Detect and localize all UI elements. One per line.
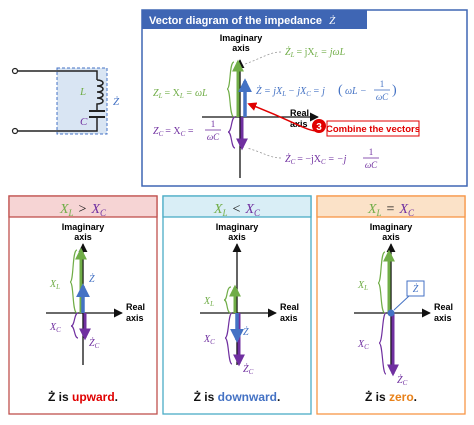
main-vector-panel: Vector diagram of the impedance Ż Imagin… xyxy=(141,9,468,187)
main-zl-magnitude: ZL= XL= ωL xyxy=(153,88,208,100)
panel-2-zc-label: ŻC xyxy=(243,363,254,376)
panel-2-imag-label-1: Imaginary xyxy=(216,222,259,232)
capacitor-label: C xyxy=(80,116,88,128)
callout-label: Combine the vectors xyxy=(326,124,420,135)
panel-2-header xyxy=(162,195,312,218)
panel-1-xc-brace xyxy=(70,312,79,339)
main-zl-leader xyxy=(244,51,282,65)
main-zc-frac-num: 1 xyxy=(211,119,216,129)
main-zc-equation: ŻC= −jXC= −j xyxy=(285,153,347,166)
main-imag-axis-label-2: axis xyxy=(232,43,250,53)
main-zc-bot-frac-den: ωC xyxy=(365,160,378,170)
panel-xl-greater: XL>XC Imaginary axis Real axis XL XC Ż Ż… xyxy=(8,195,158,415)
main-z-equation: Ż = jXL− jXC= j xyxy=(256,85,325,98)
panel-1-caption: Ż is upward. xyxy=(48,389,118,404)
main-z-paren-open: ( xyxy=(338,83,343,98)
panel-3-xc-brace xyxy=(378,312,387,375)
panel-1-z-label: Ż xyxy=(89,273,95,285)
circuit-wire-top xyxy=(15,70,98,80)
panel-3-xc-label: XC xyxy=(357,339,369,351)
panel-3-z-callout-line xyxy=(393,295,410,311)
main-real-axis-label-2: axis xyxy=(290,119,308,129)
panel-1-title: XL>XC xyxy=(59,202,107,218)
panel-2-xl-label: XL xyxy=(203,296,214,308)
main-zc-magnitude: ZC= XC= xyxy=(153,126,194,138)
main-zc-bot-frac-num: 1 xyxy=(369,147,374,157)
circuit-diagram: L C Ż xyxy=(11,67,120,135)
panel-xl-equal: XL=XC Imaginary axis Real axis XL XC Ż Ż… xyxy=(316,195,466,415)
panel-1-real-label-2: axis xyxy=(126,313,144,323)
main-z-paren-close: ) xyxy=(392,83,397,98)
panel-xl-less: XL<XC Imaginary axis Real axis XL XC Ż Ż… xyxy=(162,195,312,415)
panel-1-xl-label: XL xyxy=(49,279,60,291)
circuit-wire-bottom xyxy=(15,118,98,132)
panel-1-zc-label: ŻC xyxy=(89,337,100,350)
main-zl-brace xyxy=(226,61,235,118)
panel-1-real-label-1: Real xyxy=(126,302,145,312)
main-z-frac-den: ωC xyxy=(376,92,389,102)
step-number-badge xyxy=(312,119,326,133)
panel-1-imag-label-1: Imaginary xyxy=(62,222,105,232)
inductor-coil xyxy=(96,79,104,111)
main-zc-leader xyxy=(246,147,282,159)
main-z-frac-num: 1 xyxy=(380,79,385,89)
main-imag-axis-label-1: Imaginary xyxy=(220,33,263,43)
panel-2-xc-brace xyxy=(224,312,233,365)
panel-3-z-zero-point xyxy=(387,309,395,317)
panel-3-xl-label: XL xyxy=(357,280,368,292)
main-zl-equation: ŻL= jXL= jωL xyxy=(285,46,346,59)
panel-2-caption: Ż is downward. xyxy=(194,389,281,404)
panel-2-xl-brace xyxy=(223,286,232,314)
panel-1-xl-brace xyxy=(69,249,78,314)
panel-3-z-callout-box xyxy=(406,280,425,297)
panel-2-xc-label: XC xyxy=(203,334,215,346)
callout-box xyxy=(326,120,420,137)
panel-2-z-label: Ż xyxy=(243,326,249,338)
main-zc-frac-den: ωC xyxy=(207,132,220,142)
panel-3-z-label: Ż xyxy=(413,283,419,295)
main-title: Vector diagram of the impedance Ż xyxy=(149,15,336,27)
panel-2-title: XL<XC xyxy=(213,202,261,218)
panel-1-xc-label: XC xyxy=(49,322,61,334)
main-title-bar xyxy=(142,10,367,29)
impedance-label: Ż xyxy=(113,96,120,108)
panel-1-header xyxy=(8,195,158,218)
panel-1-imag-label-2: axis xyxy=(74,232,92,242)
panel-3-header xyxy=(316,195,466,218)
main-panel-frame xyxy=(141,9,468,187)
panel-3-zc-label: ŻC xyxy=(397,374,408,387)
panel-3-real-label-2: axis xyxy=(434,313,452,323)
terminal-top xyxy=(11,67,19,75)
impedance-dashed-box xyxy=(56,67,108,135)
inductor-label: L xyxy=(79,86,86,98)
main-z-paren-term: ωL − xyxy=(345,86,367,97)
terminal-bottom xyxy=(11,127,19,135)
panel-2-imag-label-2: axis xyxy=(228,232,246,242)
panel-2-real-label-1: Real xyxy=(280,302,299,312)
panel-2-real-label-2: axis xyxy=(280,313,298,323)
panel-3-caption: Ż is zero. xyxy=(365,389,417,404)
panel-3-xl-brace xyxy=(377,251,386,314)
panel-3-imag-label-2: axis xyxy=(382,232,400,242)
step-number: 3 xyxy=(316,122,322,133)
panel-3-title: XL=XC xyxy=(367,202,415,218)
panel-3-imag-label-1: Imaginary xyxy=(370,222,413,232)
main-zc-brace xyxy=(227,116,236,149)
panel-3-real-label-1: Real xyxy=(434,302,453,312)
main-real-axis-label-1: Real xyxy=(290,108,309,118)
